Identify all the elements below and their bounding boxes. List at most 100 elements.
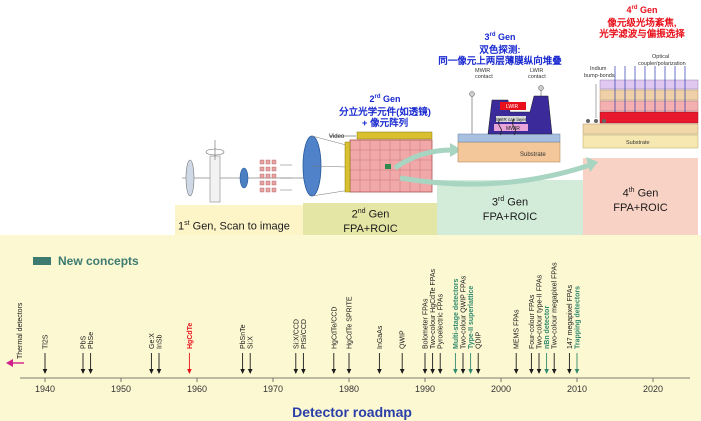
arrow-gen2-to-gen3 <box>393 147 453 171</box>
band4-subtitle: FPA+ROIC <box>613 201 668 214</box>
gen3-desc-line1: 双色探测: <box>479 45 521 56</box>
gen3-number: 3 <box>484 32 490 42</box>
milestone-label: InGaAs <box>377 325 384 349</box>
milestone-label: QDIP <box>476 332 483 349</box>
arrow-head-gen3 <box>450 143 462 157</box>
gen3-lwir-contact-line1: LWIR <box>530 68 543 74</box>
gen3-mwir-contact-line2: contact <box>475 74 493 80</box>
milestone-label: PtSi/CCD <box>301 319 308 349</box>
roadmap-background <box>0 235 701 421</box>
milestone-arrowhead <box>399 369 405 374</box>
gen2-number: 2 <box>369 94 375 104</box>
milestone-label: PbSnTe <box>240 324 247 349</box>
milestone-label: Two-colour QWIP FPAs <box>461 275 468 349</box>
gen4-indium-line2: bump-bonds <box>584 73 615 79</box>
milestone-arrowhead <box>293 369 299 374</box>
gen3-sup: rd <box>489 32 496 38</box>
milestone-label: Si:X/CCD <box>293 319 300 349</box>
milestone-label: Tl2S <box>43 334 50 349</box>
band2-num: 2 <box>351 208 358 221</box>
roadmap-title: Detector roadmap <box>292 404 412 420</box>
gen2-lens-fpa-illustration: Video <box>302 131 433 197</box>
band3-bg <box>437 180 583 235</box>
milestone-arrowhead <box>80 369 86 374</box>
gen3-mwir-contact-line1: MWIR <box>475 68 490 74</box>
band2-bg <box>303 203 438 235</box>
gen3-swir-label: SWIR cap layer <box>495 117 527 122</box>
milestone-arrowhead <box>475 369 481 374</box>
band4-bg <box>583 158 698 235</box>
milestone-label: HgCdTe <box>187 323 194 349</box>
band2-sup: nd <box>357 208 366 215</box>
axis-tick-label: 2000 <box>491 384 511 394</box>
milestone-arrowhead <box>536 369 542 374</box>
video-label: Video <box>329 134 345 140</box>
milestone-label: Bolometer FPAs <box>423 298 430 349</box>
milestone-arrowhead <box>468 369 473 374</box>
milestone-arrowhead <box>346 369 352 374</box>
milestone-label: Multi-stage detectors <box>453 278 460 349</box>
milestone-label: Ge:X <box>149 333 156 349</box>
milestone-arrowhead <box>551 369 557 374</box>
axis-tick-label: 1980 <box>339 384 359 394</box>
milestone-label: Type-II superlattice <box>468 286 475 349</box>
axis-tick-label: 2010 <box>567 384 587 394</box>
band4-num: 4 <box>622 187 629 200</box>
gen3-lwir-layer: LWIR <box>506 104 519 110</box>
band4-label: 4th Gen FPA+ROIC <box>583 184 698 215</box>
axis-tick-label: 1960 <box>187 384 207 394</box>
band3-text: Gen <box>504 196 529 209</box>
band2-text: Gen <box>365 208 390 221</box>
milestone-arrowhead <box>6 359 13 367</box>
milestone-arrowhead <box>88 369 93 374</box>
gen4-indium-line1: Indium <box>590 66 607 72</box>
milestone-label: Two-colour type-II FPAs <box>537 274 544 349</box>
band3-sup: rd <box>498 196 505 203</box>
milestone-arrowhead <box>301 369 306 374</box>
milestone-arrowhead <box>240 369 245 374</box>
gen2-desc-line2: + 像元阵列 <box>361 118 409 129</box>
gen3-suffix: Gen <box>495 32 516 42</box>
axis-tick-label: 1970 <box>263 384 283 394</box>
gen2-suffix: Gen <box>380 94 401 104</box>
gen4-title: 4rd Gen 像元级光场紊焦, 光学滤波与偏振选择 <box>586 3 698 40</box>
axis-tick-label: 1950 <box>111 384 131 394</box>
milestone-label: PbSe <box>88 332 95 349</box>
band1-text: Gen, Scan to image <box>189 220 290 233</box>
gen4-sup: rd <box>631 5 638 11</box>
new-concepts-swatch <box>33 257 51 265</box>
milestone-arrowhead <box>422 369 428 374</box>
band1-num: 1 <box>178 220 185 233</box>
milestone-label: nBn detector <box>544 306 551 349</box>
milestone-arrowhead <box>529 369 534 374</box>
milestone-arrowhead <box>574 369 580 374</box>
milestone-arrowhead <box>187 369 192 374</box>
band4-text: Gen <box>634 187 659 200</box>
gen3-mwir-layer: MWIR <box>506 126 520 132</box>
arrow-gen2-to-gen4 <box>399 162 591 187</box>
axis-tick-label: 2020 <box>643 384 663 394</box>
gen2-desc-line1: 分立光学元件(如透镜) <box>339 107 431 118</box>
milestone-arrowhead <box>513 369 519 374</box>
band4-sup: th <box>628 187 635 194</box>
band1-label: 1st Gen, Scan to image <box>178 217 303 234</box>
gen4-substrate-label: Substrate <box>626 140 650 146</box>
milestone-arrowhead <box>437 369 443 374</box>
band3-label: 3rd Gen FPA+ROIC <box>437 193 583 224</box>
band1-sup: st <box>184 220 190 227</box>
milestone-label: PbS <box>81 335 88 349</box>
milestone-label: Thermal detectors <box>17 302 24 359</box>
milestone-label: Two-colour megapixel FPAs <box>552 262 559 349</box>
gen2-sup: rd <box>374 94 381 100</box>
milestone-arrowhead <box>42 369 48 374</box>
gen2-title: 2rd Gen 分立光学元件(如透镜) + 像元阵列 <box>305 92 465 129</box>
milestone-arrowhead <box>544 369 549 374</box>
gen4-number: 4 <box>626 5 632 15</box>
gen4-coupler-line2: coupler/polarization <box>638 61 686 67</box>
milestone-arrowhead <box>453 369 458 374</box>
milestone-label: Pyroelectric FPAs <box>438 293 445 349</box>
milestone-arrowhead <box>331 369 337 374</box>
gen3-substrate-label: Substrate <box>520 152 546 158</box>
